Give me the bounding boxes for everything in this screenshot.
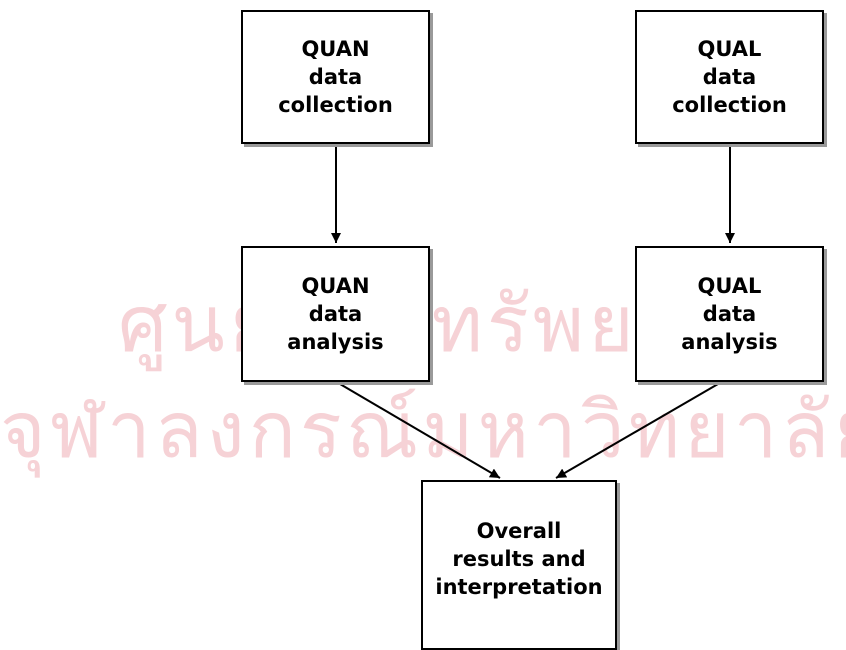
box-label-line: collection (672, 93, 787, 117)
qual-data-analysis-box: QUAL data analysis (635, 246, 824, 382)
box-label-line: QUAN (301, 274, 370, 298)
box-label-line: analysis (681, 330, 778, 354)
box-label-line: collection (278, 93, 393, 117)
box-label-line: data (308, 65, 363, 89)
arrow-qual-analysis-to-overall (555, 383, 719, 479)
box-label-line: data (308, 302, 363, 326)
box-label-line: QUAL (697, 274, 762, 298)
quan-data-analysis-box: QUAN data analysis (241, 246, 430, 382)
box-label-line: QUAL (697, 37, 762, 61)
box-label-line: data (702, 65, 757, 89)
arrow-quan-analysis-to-overall (339, 383, 501, 479)
box-label-line: Overall (476, 519, 562, 543)
overall-results-box: Overall results and interpretation (421, 480, 617, 650)
box-label-line: data (702, 302, 757, 326)
quan-data-collection-box: QUAN data collection (241, 10, 430, 144)
box-label-line: analysis (287, 330, 384, 354)
qual-data-collection-box: QUAL data collection (635, 10, 824, 144)
box-label-line: interpretation (435, 575, 603, 599)
box-label-line: results and (452, 547, 586, 571)
box-label-line: QUAN (301, 37, 370, 61)
